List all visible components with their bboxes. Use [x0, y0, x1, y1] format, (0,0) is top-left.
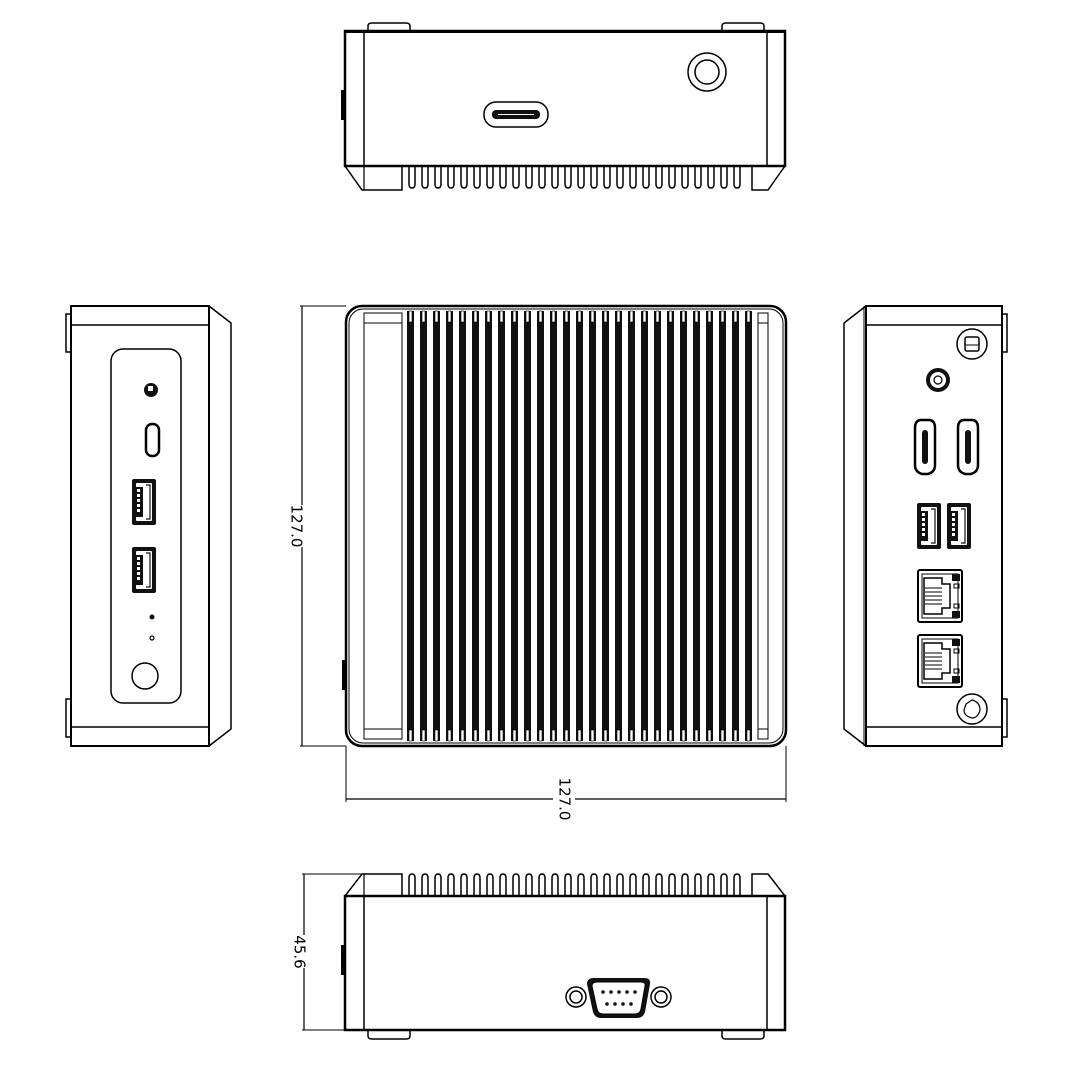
hdmi-port-icon — [956, 418, 980, 476]
usb-a-port-icon — [946, 502, 972, 550]
rubber-foot — [721, 1030, 765, 1040]
dimension-label-height: 127.0 — [288, 505, 306, 548]
hdmi-port-icon — [913, 418, 937, 476]
led-indicator-icon — [149, 614, 155, 620]
usb-a-port-icon — [131, 478, 157, 526]
usb-a-port-icon — [916, 502, 942, 550]
micro-sd-slot — [483, 101, 549, 128]
chassis-outline — [343, 29, 787, 168]
power-button-icon — [131, 662, 159, 690]
chassis-outline — [343, 894, 787, 1032]
usb-a-port-icon — [131, 546, 157, 594]
screw-hole-icon — [687, 52, 727, 92]
heatsink-fins-side — [408, 873, 741, 897]
heatsink-fins — [407, 311, 752, 741]
chassis-outline — [865, 305, 1003, 747]
rubber-foot — [721, 22, 765, 31]
heatsink-fins-edge — [408, 165, 741, 189]
side-view — [341, 873, 787, 1040]
db9-serial-port-icon — [565, 978, 672, 1018]
front-edge-view — [341, 22, 787, 191]
audio-jack-icon — [144, 383, 158, 397]
front-panel-view — [65, 305, 232, 747]
rj45-port-icon — [917, 569, 963, 623]
top-view-heatsink — [342, 304, 788, 748]
dc-power-jack-icon — [926, 368, 950, 392]
led-indicator-icon — [149, 635, 155, 641]
dimension-label-thickness: 45.6 — [291, 935, 309, 968]
screw-hole-icon — [956, 328, 988, 360]
usb-c-port-icon — [144, 422, 161, 458]
dimension-thickness: 45.6 — [291, 873, 362, 1031]
rubber-foot — [367, 1030, 411, 1040]
dimension-label-width: 127.0 — [556, 778, 574, 821]
rj45-port-icon — [917, 634, 963, 688]
screw-hole-icon — [956, 693, 988, 725]
dimension-height: 127.0 — [288, 305, 346, 747]
rear-panel-view — [843, 305, 1008, 747]
rubber-foot — [367, 22, 411, 31]
dimension-width: 127.0 — [345, 746, 787, 821]
chassis-outline — [344, 304, 788, 748]
chassis-outline — [70, 305, 210, 747]
